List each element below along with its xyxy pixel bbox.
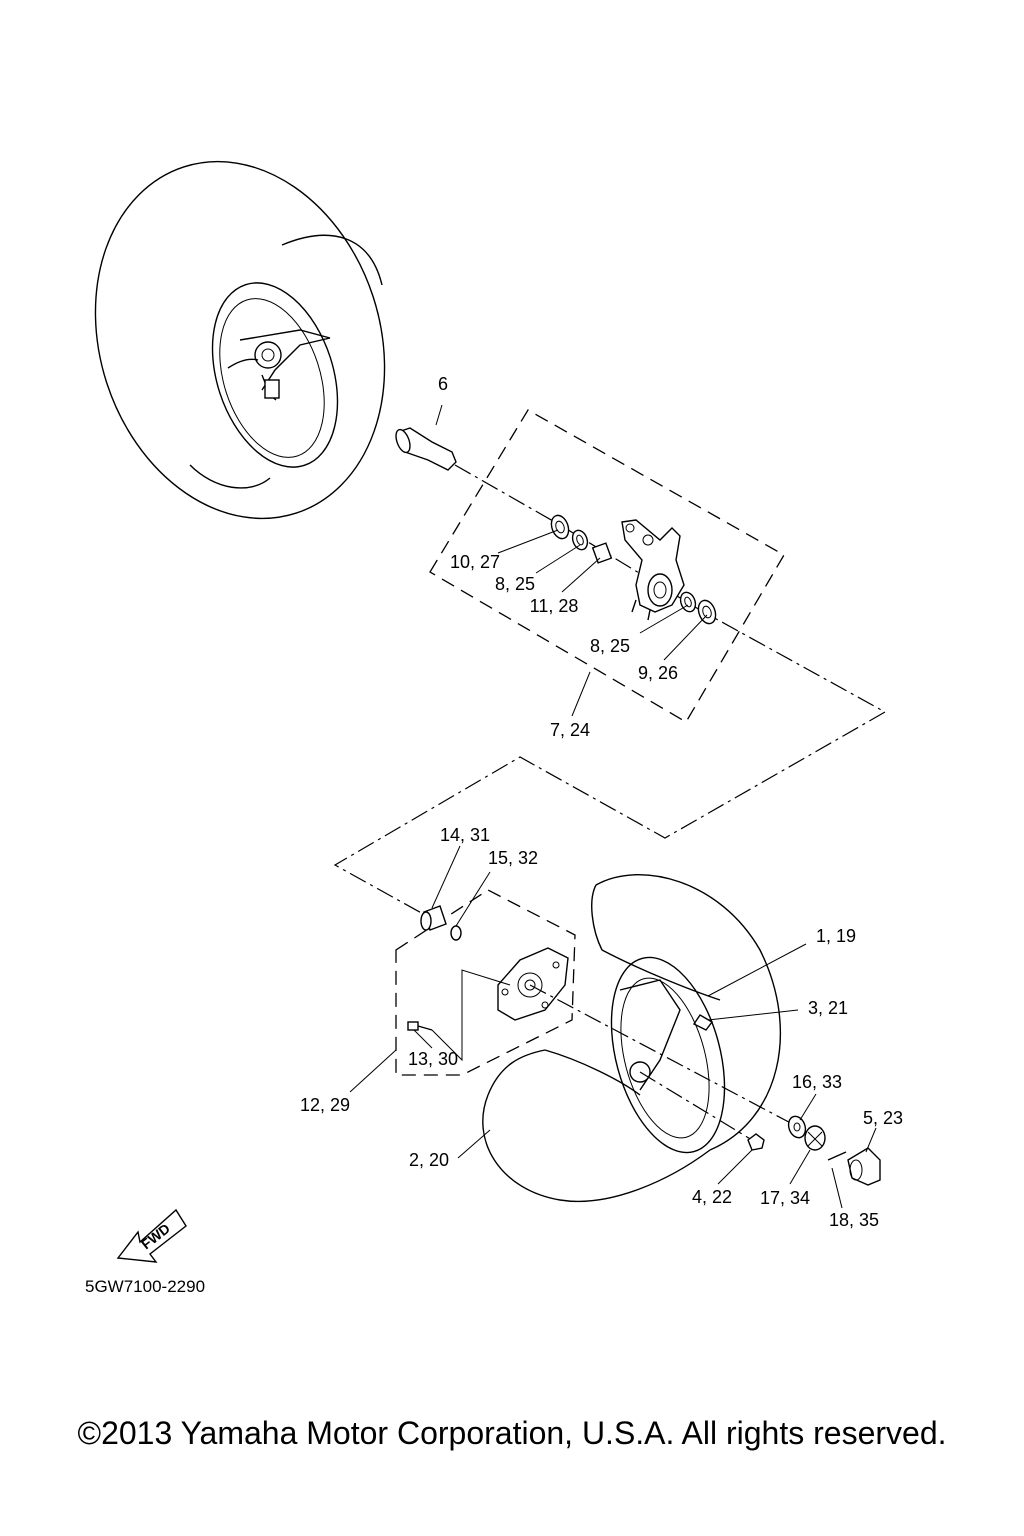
callout-label: 10, 27 [450, 552, 500, 572]
callout-label: 17, 34 [760, 1188, 810, 1208]
steering-knuckle-part [621, 519, 685, 621]
hub-bolt-part [407, 969, 511, 1062]
axle-centerline [333, 464, 887, 916]
callout-label: 15, 32 [488, 848, 538, 868]
callout-label: 7, 24 [550, 720, 590, 740]
callout-label: 8, 25 [590, 636, 630, 656]
wheel-exploded-drawing [482, 873, 782, 1202]
hub-part [497, 947, 569, 1021]
callout-label: 9, 26 [638, 663, 678, 683]
callout-label: 12, 29 [300, 1095, 350, 1115]
axle-part [395, 427, 457, 471]
spacer-part [420, 905, 462, 941]
callout-label: 3, 21 [808, 998, 848, 1018]
callout-label: 8, 25 [495, 574, 535, 594]
hub-group-box [395, 889, 576, 1076]
fastener-parts [747, 1115, 881, 1186]
callout-label: 13, 30 [408, 1049, 458, 1069]
callout-label: 4, 22 [692, 1187, 732, 1207]
callout-label: 16, 33 [792, 1072, 842, 1092]
callout-label: 1, 19 [816, 926, 856, 946]
callout-label: 11, 28 [530, 596, 579, 616]
hub-centerline [529, 984, 801, 1129]
callout-label: 5, 23 [863, 1108, 903, 1128]
fwd-arrow-icon: FWD [116, 1208, 187, 1263]
bearing-parts [550, 514, 717, 625]
callout-label: 6 [438, 374, 448, 394]
knuckle-group-box [429, 409, 785, 723]
diagram-code: 5GW7100-2290 [85, 1277, 205, 1296]
callout-labels: 6 10, 27 8, 25 11, 28 8, 25 9, 26 7, 24 … [300, 374, 903, 1230]
nut-centerline [639, 1071, 753, 1141]
callout-label: 14, 31 [440, 825, 490, 845]
callout-label: 2, 20 [409, 1150, 449, 1170]
callout-label: 18, 35 [829, 1210, 879, 1230]
assembled-wheel-drawing [94, 160, 386, 520]
leader-lines [349, 404, 877, 1209]
copyright-notice: ©2013 Yamaha Motor Corporation, U.S.A. A… [77, 1415, 947, 1451]
